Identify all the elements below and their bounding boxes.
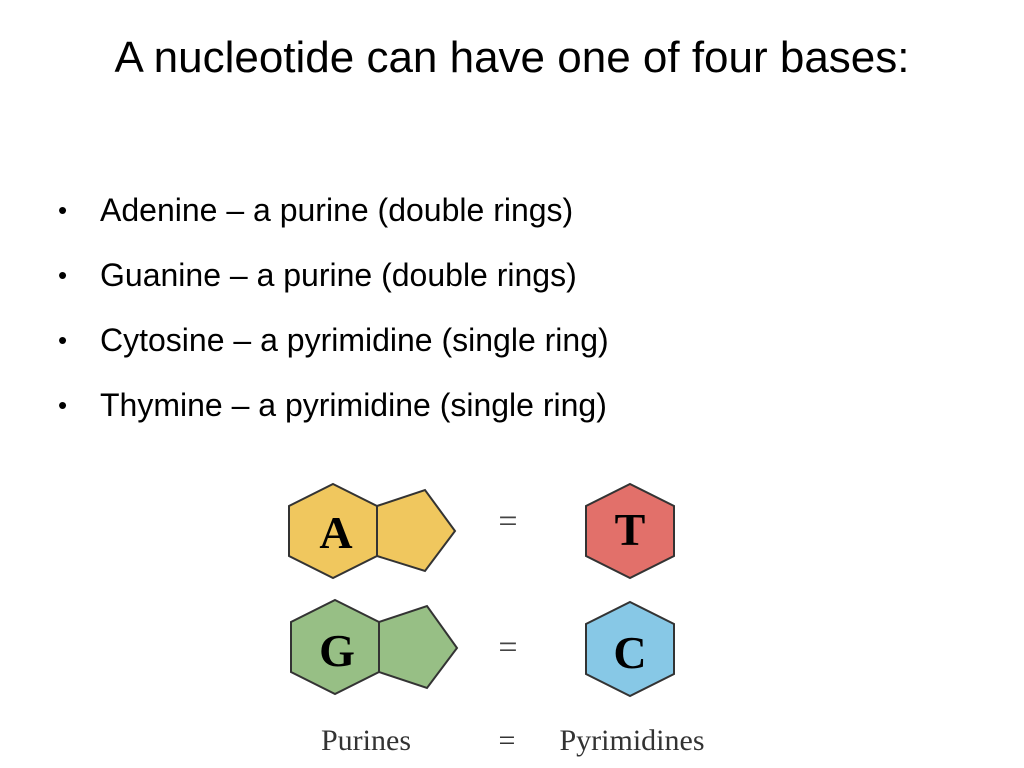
cytosine-pyrimidine-shape: C xyxy=(585,600,675,698)
bullet-icon: • xyxy=(58,260,68,290)
bullet-text: Cytosine – a pyrimidine (single ring) xyxy=(100,322,609,358)
equals-sign: = xyxy=(498,629,517,666)
caption-equals-sign: = xyxy=(499,724,516,757)
adenine-purine-shape: A xyxy=(288,482,457,580)
thymine-label: T xyxy=(615,504,646,555)
bullet-text: Adenine – a purine (double rings) xyxy=(100,192,574,228)
list-item: • Adenine – a purine (double rings) xyxy=(58,190,609,230)
adenine-label: A xyxy=(319,507,352,558)
bullet-icon: • xyxy=(58,195,68,225)
slide-title: A nucleotide can have one of four bases: xyxy=(114,33,910,82)
purines-caption: Purines xyxy=(321,724,411,757)
equals-sign: = xyxy=(498,503,517,540)
bullet-text: Thymine – a pyrimidine (single ring) xyxy=(100,387,607,423)
cytosine-label: C xyxy=(613,627,646,678)
bullet-icon: • xyxy=(58,390,68,420)
bullet-icon: • xyxy=(58,325,68,355)
list-item: • Guanine – a purine (double rings) xyxy=(58,255,609,295)
guanine-purine-shape: G xyxy=(290,598,459,696)
list-item: • Thymine – a pyrimidine (single ring) xyxy=(58,385,609,425)
pyrimidines-caption: Pyrimidines xyxy=(559,724,704,757)
bullet-list: • Adenine – a purine (double rings) • Guan… xyxy=(58,190,609,450)
list-item: • Cytosine – a pyrimidine (single ring) xyxy=(58,320,609,360)
bullet-text: Guanine – a purine (double rings) xyxy=(100,257,577,293)
thymine-pyrimidine-shape: T xyxy=(585,482,675,580)
guanine-label: G xyxy=(319,625,355,676)
